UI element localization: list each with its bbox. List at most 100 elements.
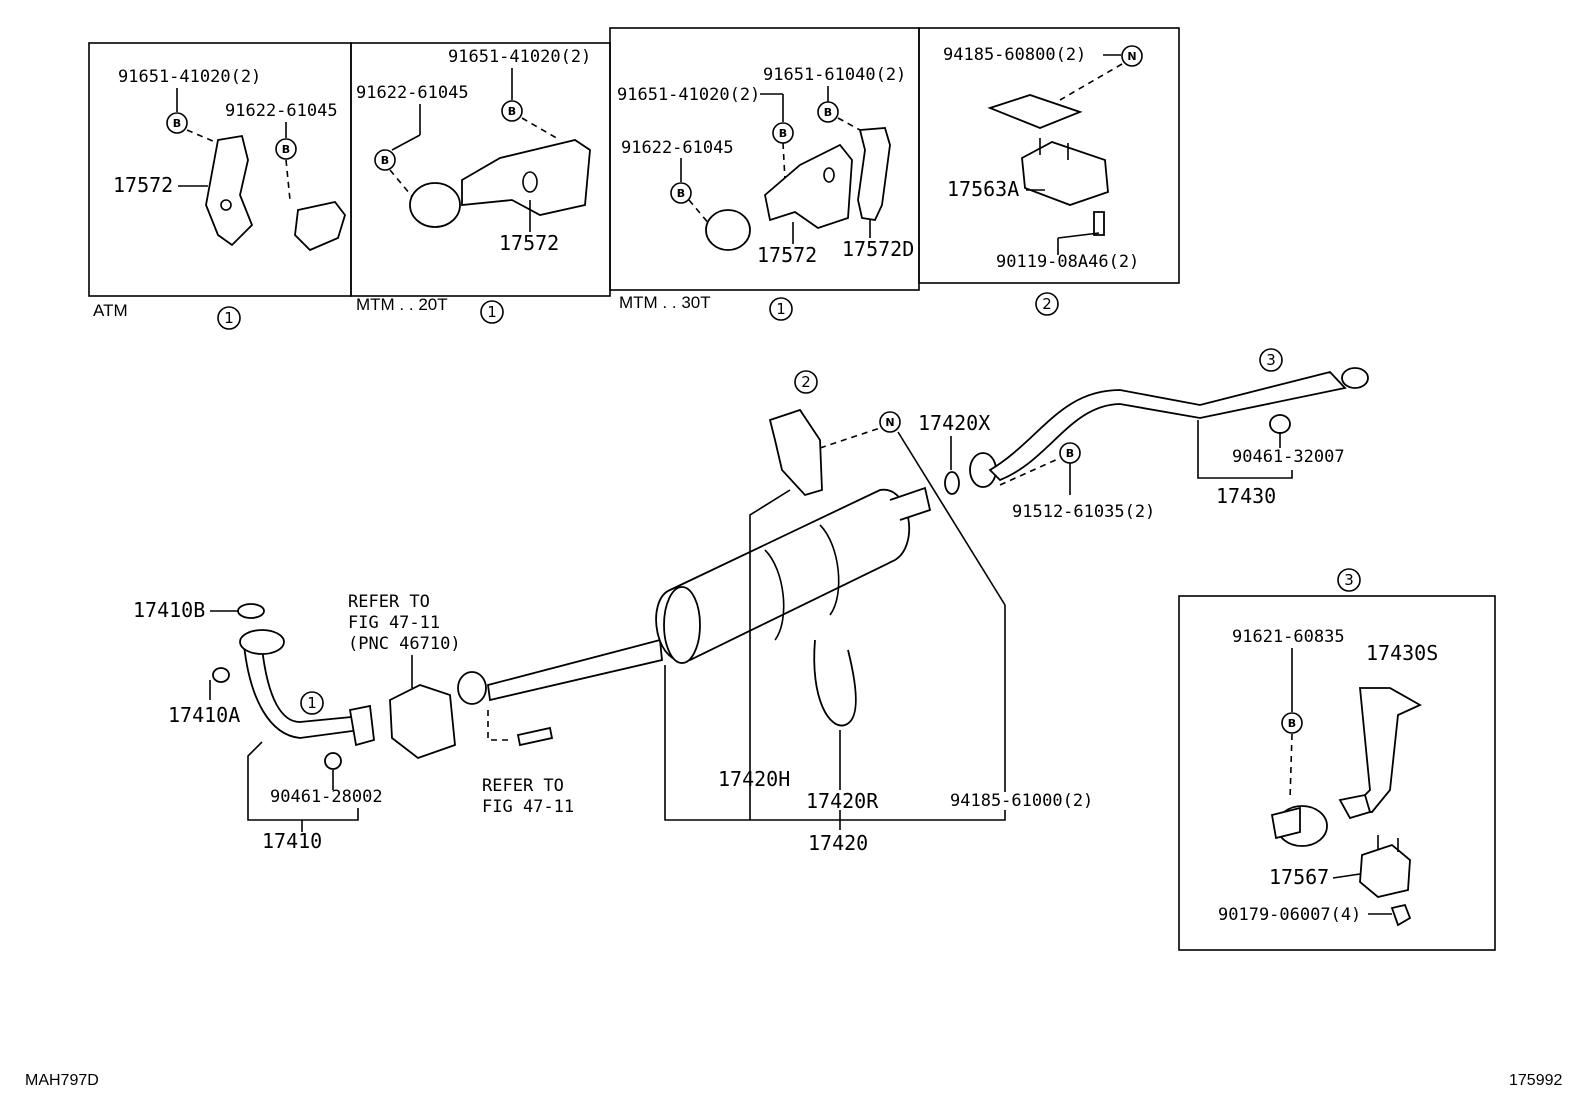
refer-label: REFER TO [348, 592, 430, 612]
part-number-label: 17430 [1216, 484, 1276, 508]
front-pipe-part [242, 643, 364, 739]
part-number-label: 17572D [842, 237, 914, 261]
part-number-label: 17567 [1269, 865, 1329, 889]
part-number-label: 17563A [947, 177, 1019, 201]
part-number-label: 90119-08A46(2) [996, 252, 1139, 272]
variant-label: MTM . . 20T [356, 295, 448, 314]
page-code: MAH797D [25, 1072, 99, 1089]
u-bolt-part [813, 639, 857, 727]
clamp-part [324, 752, 342, 770]
bracket-part [764, 143, 853, 229]
bolt-b-icon: B [166, 112, 188, 134]
bolt-part [1093, 211, 1105, 236]
svg-text:B: B [381, 154, 389, 167]
tail-pipe-part [988, 370, 1347, 482]
nut-n-icon: N [1121, 45, 1143, 67]
svg-text:2: 2 [1042, 295, 1052, 313]
part-number-label: 17572 [757, 243, 817, 267]
callout-circle: 3 [1259, 348, 1283, 372]
callout-circle: 2 [794, 370, 818, 394]
gasket-part [944, 471, 960, 495]
gasket-part [212, 667, 230, 683]
nut-n-icon: N [879, 411, 901, 433]
part-number-label: 90461-32007 [1232, 447, 1345, 467]
stay-part [294, 201, 346, 252]
part-number-label: 91651-41020(2) [118, 67, 261, 87]
clamp-part [1269, 414, 1291, 434]
part-number-label: 17410A [168, 703, 240, 727]
bolt-part [516, 726, 554, 747]
bolt-b-icon: B [772, 122, 794, 144]
svg-text:B: B [173, 117, 181, 130]
part-number-label: 17572 [499, 231, 559, 255]
part-number-label: 91512-61035(2) [1012, 502, 1155, 522]
bracket-part [461, 139, 591, 216]
bolt-b-icon: B [275, 138, 297, 160]
part-number-label: 91621-60835 [1232, 627, 1345, 647]
hanger-plate-part [987, 94, 1083, 129]
panel-atm: 91651-41020(2) B 91622-61045 B 17572 ATM… [93, 67, 346, 330]
callout-circle: 1 [480, 300, 504, 324]
part-number-label: 91651-41020(2) [617, 85, 760, 105]
variant-label: MTM . . 30T [619, 293, 711, 312]
svg-text:1: 1 [487, 303, 497, 321]
part-number-label: 94185-60800(2) [943, 45, 1086, 65]
center-pipe-part [487, 638, 663, 702]
callout-circle: 1 [769, 297, 793, 321]
svg-text:B: B [1066, 447, 1074, 460]
part-number-label: 91622-61045 [356, 83, 469, 103]
bolt-b-icon: B [1059, 442, 1081, 464]
converter-part [389, 684, 456, 760]
svg-text:1: 1 [224, 309, 234, 327]
svg-text:3: 3 [1344, 571, 1354, 589]
svg-text:N: N [1127, 50, 1136, 63]
bolt-b-icon: B [374, 149, 396, 171]
callout-circle: 1 [217, 306, 241, 330]
bolt-b-icon: B [501, 100, 523, 122]
panel-mtm30: 91651-61040(2) B 91651-41020(2) B 91622-… [617, 65, 914, 321]
part-number-label: 94185-61000(2) [950, 791, 1093, 811]
part-number-label: 17420 [808, 831, 868, 855]
bracket-part [205, 134, 254, 247]
svg-text:2: 2 [801, 373, 811, 391]
refer-label: FIG 47-11 [348, 613, 440, 633]
svg-text:B: B [1288, 717, 1296, 730]
refer-label: (PNC 46710) [348, 634, 461, 654]
bolt-b-icon: B [670, 182, 692, 204]
diagram-id: 175992 [1509, 1072, 1562, 1089]
hanger-part [768, 408, 823, 497]
svg-text:B: B [779, 127, 787, 140]
svg-text:N: N [885, 416, 894, 429]
stay-part [705, 209, 751, 251]
svg-text:B: B [282, 143, 290, 156]
part-number-label: 91622-61045 [621, 138, 734, 158]
part-number-label: 91651-41020(2) [448, 47, 591, 67]
part-number-label: 17410 [262, 829, 322, 853]
panel-tail-support: 3 91621-60835 B 17430S 17567 90179-06007… [1178, 568, 1496, 951]
bracket-d-part [857, 127, 891, 221]
nut-part [1390, 903, 1412, 927]
part-number-label: 17430S [1366, 641, 1438, 665]
svg-text:1: 1 [307, 694, 317, 712]
panel-hanger: 94185-60800(2) N 17563A 90119-08A46(2) 2 [943, 45, 1143, 316]
part-number-label: 90179-06007(4) [1218, 905, 1361, 925]
callout-circle: 1 [300, 691, 324, 715]
part-number-label: 17572 [113, 173, 173, 197]
mount-part [1359, 843, 1411, 898]
svg-text:B: B [677, 187, 685, 200]
panel-mtm20: 91651-41020(2) B 91622-61045 B 17572 MTM… [356, 47, 591, 324]
main-assembly: 17410B 17410A 1 90461-28002 17410 REFER … [133, 348, 1369, 855]
part-number-label: 17420H [718, 767, 790, 791]
callout-circle: 3 [1337, 568, 1361, 592]
refer-label: FIG 47-11 [482, 797, 574, 817]
part-number-label: 17410B [133, 598, 205, 622]
part-number-label: 17420X [918, 411, 990, 435]
svg-text:B: B [824, 106, 832, 119]
callout-circle: 2 [1035, 292, 1059, 316]
gasket-part [237, 603, 265, 619]
variant-label: ATM [93, 301, 128, 320]
mount-part [1021, 141, 1109, 206]
top-panel-frame [88, 27, 1180, 297]
part-number-label: 91622-61045 [225, 101, 338, 121]
